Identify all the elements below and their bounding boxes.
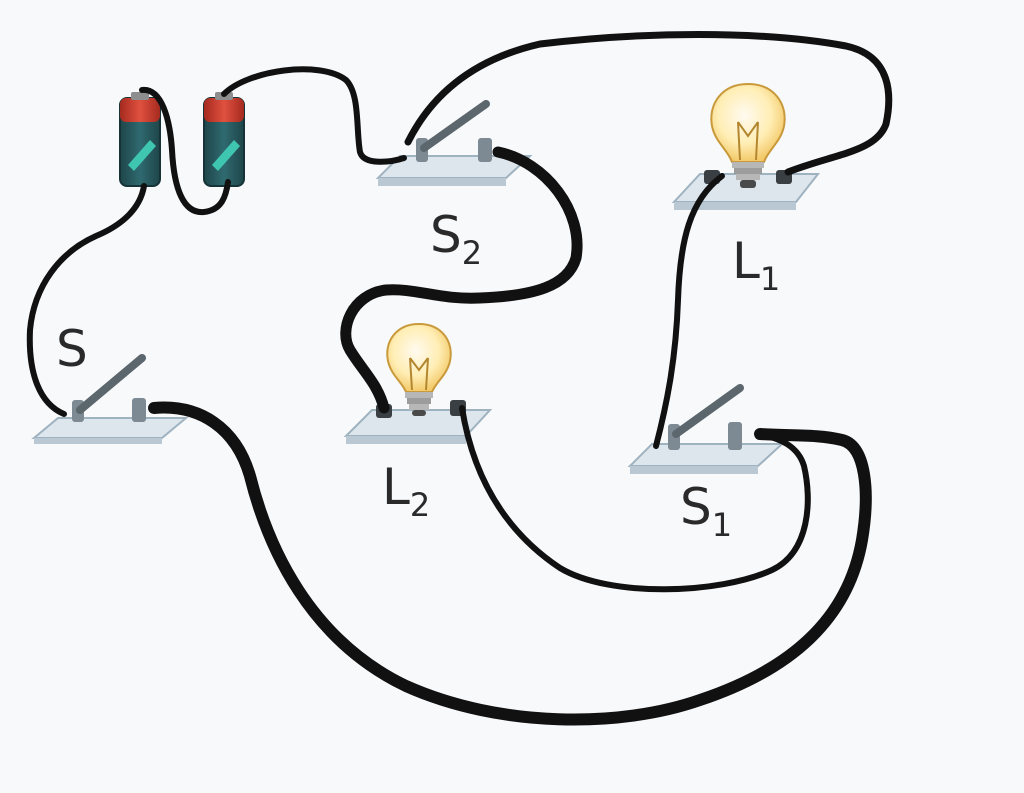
switch-lever[interactable] xyxy=(672,384,744,438)
battery-stripe-icon xyxy=(212,140,240,171)
wire-battery-to-s2[interactable] xyxy=(221,66,407,165)
switch-lever[interactable] xyxy=(76,354,146,414)
wire-s2-to-l1[interactable] xyxy=(404,31,893,176)
label-s1: S1 xyxy=(680,478,732,544)
wires xyxy=(26,31,893,726)
light-bulb-icon xyxy=(386,322,452,416)
wire-s-to-s1[interactable] xyxy=(148,401,872,726)
light-bulb-icon xyxy=(710,82,786,188)
switch-lever[interactable] xyxy=(420,100,490,152)
wire-battery-link[interactable] xyxy=(139,87,231,216)
switch-s1[interactable] xyxy=(627,384,785,474)
battery-left xyxy=(119,92,161,187)
label-s2: S2 xyxy=(430,206,482,272)
switch-s2[interactable] xyxy=(375,100,533,186)
wire-battery-to-s[interactable] xyxy=(26,183,147,417)
lamp-l2 xyxy=(343,322,493,444)
lamp-l1 xyxy=(671,82,821,210)
battery-stripe-icon xyxy=(128,140,156,171)
wire-s2-to-l2[interactable] xyxy=(340,146,583,414)
wire-l2-to-s1[interactable] xyxy=(459,405,811,593)
switch-s[interactable] xyxy=(31,354,189,444)
label-s: S xyxy=(56,320,88,378)
label-l1: L1 xyxy=(732,232,780,298)
label-l2: L2 xyxy=(382,458,430,524)
wire-l1-to-s1[interactable] xyxy=(653,173,725,449)
battery-right xyxy=(203,92,245,187)
